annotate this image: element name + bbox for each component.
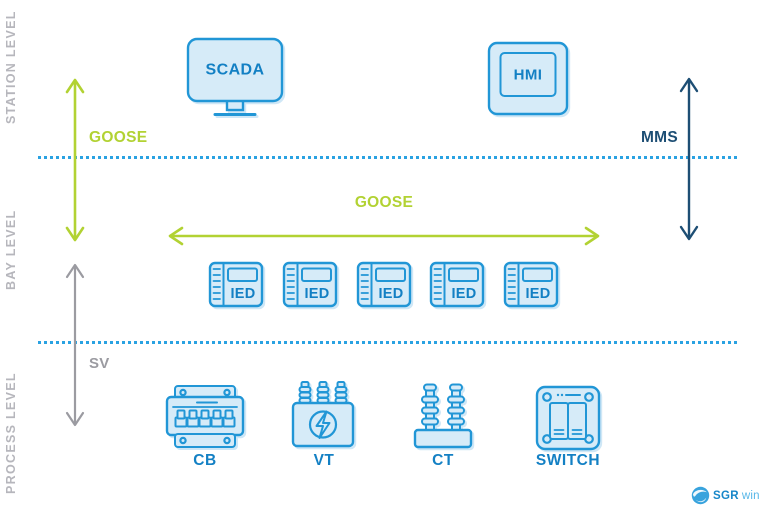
ied-display (522, 267, 553, 282)
ied-display (448, 267, 479, 282)
ied-label: IED (451, 286, 476, 302)
ied-label: IED (525, 286, 550, 302)
sv-arrow (65, 263, 85, 427)
vt-icon (291, 381, 355, 448)
mms-arrow (679, 77, 699, 241)
detail-dot (556, 393, 560, 397)
scada-label: SCADA (206, 62, 265, 79)
ied-display (375, 267, 406, 282)
screw-hole (179, 436, 187, 445)
hmi-label: HMI (514, 67, 543, 84)
rocker-marks (553, 429, 583, 435)
goose-bay-arrow (168, 226, 600, 246)
arrow-head-up-icon (65, 263, 85, 279)
goose-station-label: GOOSE (89, 129, 148, 146)
process-level-label: PROCESS LEVEL (4, 372, 18, 494)
screw-hole (223, 436, 231, 445)
screw-hole (179, 388, 187, 397)
ied-icon: IED (503, 261, 559, 308)
ied-label: IED (304, 286, 329, 302)
goose-bay-label: GOOSE (354, 194, 414, 211)
arrow-head-down-icon (65, 411, 85, 427)
ied-icon: IED (429, 261, 485, 308)
goose-station-bay-arrow (65, 78, 85, 242)
ied-icon: IED (356, 261, 412, 308)
mount-plate-bottom (174, 433, 236, 448)
ied-icon: IED (208, 261, 264, 308)
ied-label: IED (230, 286, 255, 302)
ied-vents (212, 268, 221, 300)
cb-label: CB (193, 452, 217, 469)
bay-level-label: BAY LEVEL (4, 209, 18, 290)
vt-circle (308, 410, 338, 439)
globe-icon (691, 486, 710, 505)
vt-label: VT (313, 452, 335, 469)
breaker-modules (174, 409, 236, 428)
switch-label: SWITCH (535, 452, 601, 469)
logo-text-bold: SGR (713, 489, 739, 502)
bay-process-divider (38, 341, 737, 344)
arrow-head-up-icon (65, 78, 85, 94)
screw-hole (542, 392, 552, 402)
scada-icon: SCADA (186, 37, 284, 116)
detail-dot (560, 393, 564, 397)
ied-vents (507, 268, 516, 300)
ct-icon (413, 383, 473, 449)
ied-display (227, 267, 258, 282)
monitor-screen (186, 37, 284, 103)
ied-vents (286, 268, 295, 300)
station-level-label: STATION LEVEL (4, 10, 18, 124)
sv-label: SV (89, 355, 110, 372)
cb-icon (165, 385, 245, 448)
ied-display (301, 267, 332, 282)
arrow-head-up-icon (679, 77, 699, 93)
lightning-bolt-icon (315, 410, 331, 439)
ied-vents (433, 268, 442, 300)
arrow-head-down-icon (679, 225, 699, 241)
arrow-head-down-icon (65, 226, 85, 242)
ct-label: CT (432, 452, 454, 469)
ied-vents (360, 268, 369, 300)
mms-label: MMS (640, 129, 678, 146)
station-bay-divider (38, 156, 737, 159)
hmi-icon: HMI (487, 41, 569, 116)
arrow-head-left-icon (168, 226, 184, 246)
panel-screen (499, 52, 557, 97)
switch-icon (535, 385, 601, 451)
ied-icon: IED (282, 261, 338, 308)
ct-columns (421, 383, 465, 432)
screw-hole (223, 388, 231, 397)
vt-bushings (298, 381, 348, 404)
screw-hole (584, 392, 594, 402)
logo-text-light: win (741, 489, 760, 502)
ct-base (413, 428, 473, 449)
ied-label: IED (378, 286, 403, 302)
arrow-head-right-icon (584, 226, 600, 246)
